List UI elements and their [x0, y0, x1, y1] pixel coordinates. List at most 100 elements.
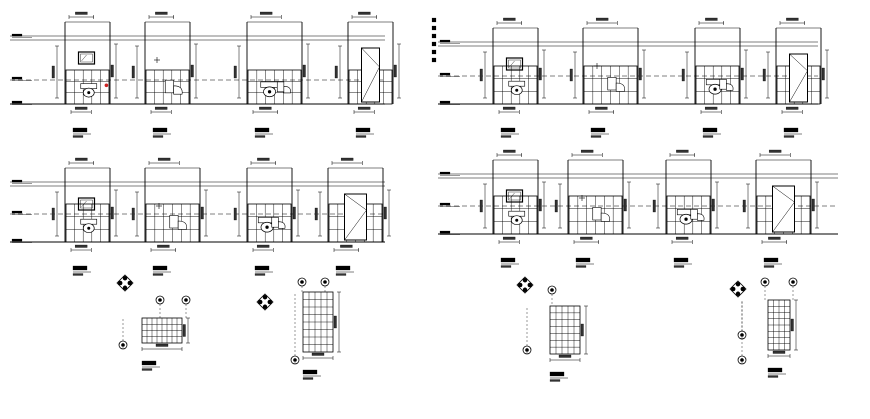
dimension-text-block: [131, 65, 135, 79]
dimension-mark: [353, 106, 375, 114]
basin-drain: [87, 91, 91, 95]
plan-details: [116, 274, 798, 382]
dimension-mark: [190, 43, 198, 99]
legend-mark: [431, 17, 437, 23]
view-label-scale: [575, 265, 587, 268]
dimension-mark: [148, 11, 174, 19]
door-frame: [361, 47, 380, 103]
compass-diamond: [256, 293, 274, 311]
toilet-bowl: [177, 220, 188, 230]
mirror-frame: [505, 189, 524, 203]
dimension-text-block: [705, 17, 718, 21]
cistern: [276, 81, 285, 93]
dimension-text-block: [311, 352, 325, 356]
elevation-view: [131, 157, 208, 276]
view-label-scale: [549, 379, 561, 382]
grid-bubble-dot: [158, 298, 162, 302]
dimension-mark: [333, 291, 341, 353]
view-label-scale: [673, 265, 685, 268]
dimension-text-block: [157, 157, 171, 161]
dimension-mark: [314, 191, 322, 237]
basin-drain: [87, 226, 91, 230]
dimension-text-block: [110, 206, 114, 220]
dimension-mark: [233, 45, 241, 99]
level-tag: [439, 230, 451, 234]
sanitary-fixture: [260, 81, 279, 98]
compass-rose-icon: [256, 293, 274, 311]
plan-label: [141, 360, 160, 371]
mirror-reflection: [509, 192, 515, 200]
grid-bubble-dot: [763, 280, 767, 284]
plan-label: [549, 371, 568, 382]
toilet-fixture: [607, 77, 626, 92]
dimension-text-block: [652, 199, 656, 213]
view-label-title: [152, 127, 168, 133]
grid-bubble-icon: [788, 277, 798, 287]
elevation-label: [152, 127, 171, 138]
elevation-view: [314, 157, 391, 276]
dimension-mark: [333, 244, 359, 252]
elevation-view: [233, 11, 310, 138]
dimension-mark: [252, 106, 278, 114]
elevation-label: [783, 127, 802, 138]
door-swing-line: [344, 193, 367, 211]
elevation-view: [233, 157, 300, 276]
dimension-mark: [51, 191, 59, 237]
elevation-view: [762, 17, 829, 138]
dimension-text-block: [595, 17, 609, 21]
legend-mark: [431, 49, 437, 55]
dimension-mark: [150, 244, 176, 252]
dimension-text-block: [768, 236, 781, 240]
dimension-mark: [759, 149, 791, 157]
basin-drain: [684, 217, 688, 221]
dimension-mark: [148, 157, 180, 165]
plan-detail: [516, 276, 588, 382]
mirror-reflection: [81, 200, 87, 208]
dimension-text-block: [638, 67, 642, 81]
compass-point: [262, 294, 268, 300]
dimension-mark: [200, 189, 208, 237]
dimension-text-block: [75, 11, 88, 15]
compass-point: [262, 304, 268, 310]
view-label-title: [335, 265, 351, 271]
toilet-bowl: [697, 213, 705, 221]
dimension-text-block: [704, 106, 718, 110]
view-label-scale: [254, 135, 266, 138]
dimension-mark: [586, 17, 618, 25]
plan-tile-grid: [767, 299, 791, 351]
tile-grid-outline: [493, 65, 538, 105]
dimension-mark: [498, 106, 520, 114]
dimension-text-block: [302, 64, 306, 78]
door-swing-line: [789, 70, 808, 103]
basin-drain: [267, 90, 272, 94]
toilet-bowl: [283, 85, 291, 94]
mirror-glass: [80, 199, 93, 209]
toilet-bowl: [726, 83, 734, 91]
toilet-fixture: [690, 209, 705, 221]
sanitary-fixture: [508, 210, 526, 226]
dimension-mark: [150, 106, 172, 114]
dimension-text-block: [558, 354, 572, 358]
elevation-label: [152, 265, 171, 276]
toilet-fixture: [719, 79, 734, 91]
dimension-mark: [538, 181, 546, 229]
dimension-mark: [383, 189, 391, 237]
level-tag: [11, 179, 23, 183]
dimension-mark: [393, 43, 401, 99]
elevation-label: [355, 127, 374, 138]
view-label-title: [72, 265, 88, 271]
view-label-scale: [783, 135, 795, 138]
tile-grid-outline: [247, 203, 292, 243]
elevation-view: [479, 149, 546, 268]
dimension-mark: [623, 181, 631, 229]
compass-diamond: [729, 280, 747, 298]
elevation-label: [702, 127, 721, 138]
view-label-title: [783, 127, 799, 133]
view-label-scale: [152, 273, 164, 276]
elevation-panel: [10, 157, 391, 276]
dimension-text-block: [821, 67, 825, 81]
dimension-mark: [681, 51, 689, 99]
mirror-frame: [77, 51, 96, 65]
dimension-text-block: [785, 106, 799, 110]
mirror: [77, 51, 96, 65]
